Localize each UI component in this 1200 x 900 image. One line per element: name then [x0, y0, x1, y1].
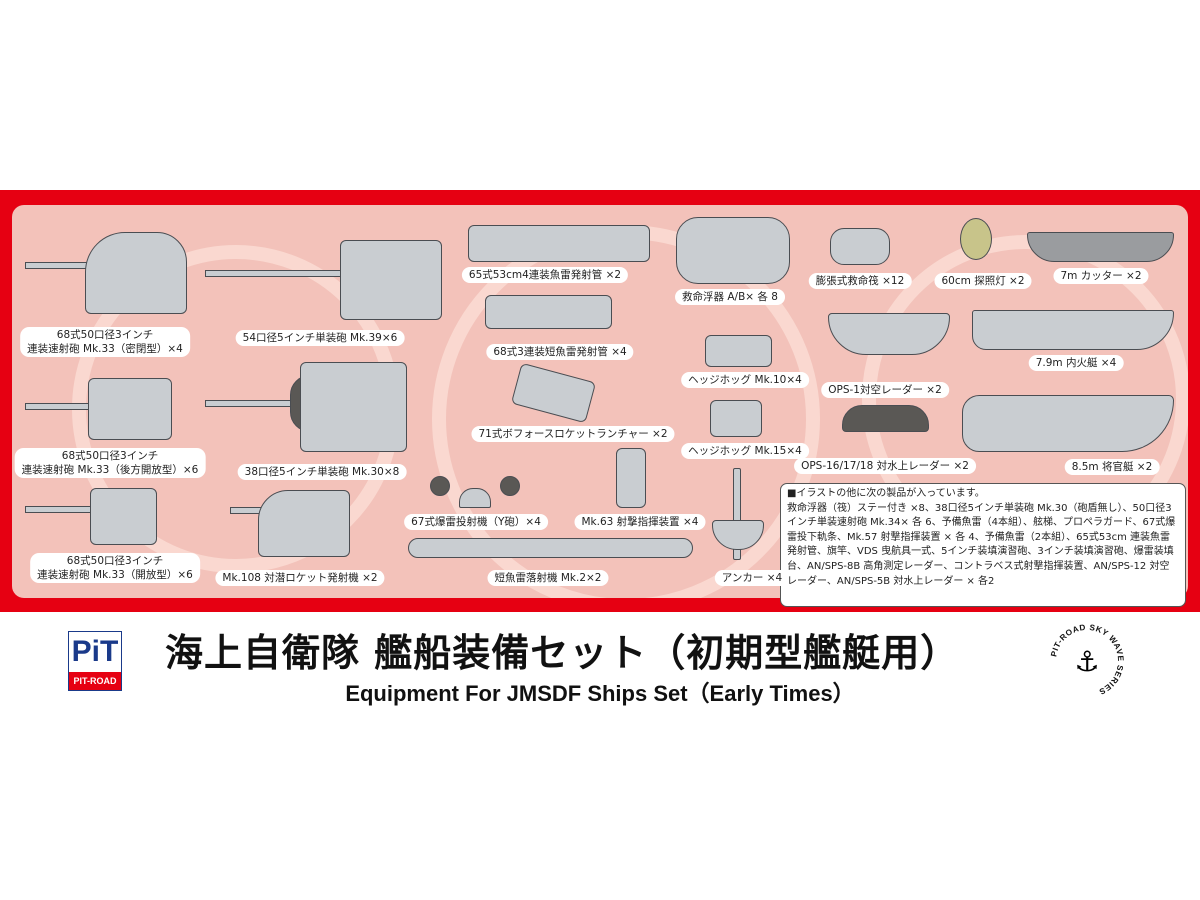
item-label: 68式50口径3インチ連装速射砲 Mk.33（後方開放型）×6: [14, 448, 206, 478]
item-label: 67式爆雷投射機（Y砲）×4: [404, 514, 548, 530]
item-label: OPS-1対空レーダー ×2: [821, 382, 949, 398]
item-label: 8.5m 将官艇 ×2: [1064, 459, 1160, 475]
item-label: 短魚雷落射機 Mk.2×2: [487, 570, 609, 586]
included-items-note: ■イラストの他に次の製品が入っています。 救命浮器（筏）ステー付き ×8、38口…: [780, 483, 1186, 607]
item-label: Mk.108 対潜ロケット発射機 ×2: [215, 570, 385, 586]
label-line: 68式50口径3インチ: [61, 450, 159, 462]
item-label: 68式50口径3インチ連装速射砲 Mk.33（開放型）×6: [30, 553, 200, 583]
item-label: 膨張式救命筏 ×12: [808, 273, 912, 289]
anchor-icon: ⚓: [1074, 644, 1100, 678]
item-label: 7m カッター ×2: [1053, 268, 1149, 284]
item-label: Mk.63 射撃指揮装置 ×4: [574, 514, 706, 530]
item-label: ヘッジホッグ Mk.15×4: [681, 443, 809, 459]
note-heading: ■イラストの他に次の製品が入っています。: [787, 488, 985, 499]
item-label: 65式53cm4連装魚雷発射管 ×2: [461, 267, 629, 283]
logo-text: PIT-ROAD: [69, 672, 121, 690]
item-label: OPS-16/17/18 対水上レーダー ×2: [794, 458, 976, 474]
logo-mark: PiT: [69, 632, 121, 672]
note-body: 救命浮器（筏）ステー付き ×8、38口径5インチ単装砲 Mk.30（砲盾無し）、…: [787, 502, 1176, 587]
label-line: 68式50口径3インチ: [66, 555, 164, 567]
item-label: 68式3連装短魚雷発射管 ×4: [486, 344, 634, 360]
item-label: 68式50口径3インチ連装速射砲 Mk.33（密閉型）×4: [20, 327, 190, 357]
sky-wave-series-logo: PIT-ROAD SKY WAVE SERIES ⚓: [1046, 620, 1128, 702]
item-label: アンカー ×4: [714, 570, 790, 586]
item-label: ヘッジホッグ Mk.10×4: [681, 372, 809, 388]
item-label: 54口径5インチ単装砲 Mk.39×6: [235, 330, 405, 346]
label-line: 連装速射砲 Mk.33（密閉型）×4: [27, 343, 183, 355]
series-ring: PIT-ROAD SKY WAVE SERIES: [1049, 623, 1124, 696]
label-line: 68式50口径3インチ: [56, 329, 154, 341]
item-label: 38口径5インチ単装砲 Mk.30×8: [237, 464, 407, 480]
label-line: 連装速射砲 Mk.33（開放型）×6: [37, 569, 193, 581]
label-line: 連装速射砲 Mk.33（後方開放型）×6: [21, 464, 199, 476]
item-label: 60cm 探照灯 ×2: [934, 273, 1032, 289]
pit-road-logo: PiT PIT-ROAD: [68, 631, 122, 691]
item-label: 71式ボフォースロケットランチャー ×2: [471, 426, 675, 442]
item-label: 救命浮器 A/B× 各 8: [675, 289, 785, 305]
item-label: 7.9m 内火艇 ×4: [1028, 355, 1124, 371]
title-japanese: 海上自衛隊 艦船装備セット（初期型艦艇用）: [165, 631, 960, 675]
title-english: Equipment For JMSDF Ships Set（Early Time…: [345, 681, 855, 706]
